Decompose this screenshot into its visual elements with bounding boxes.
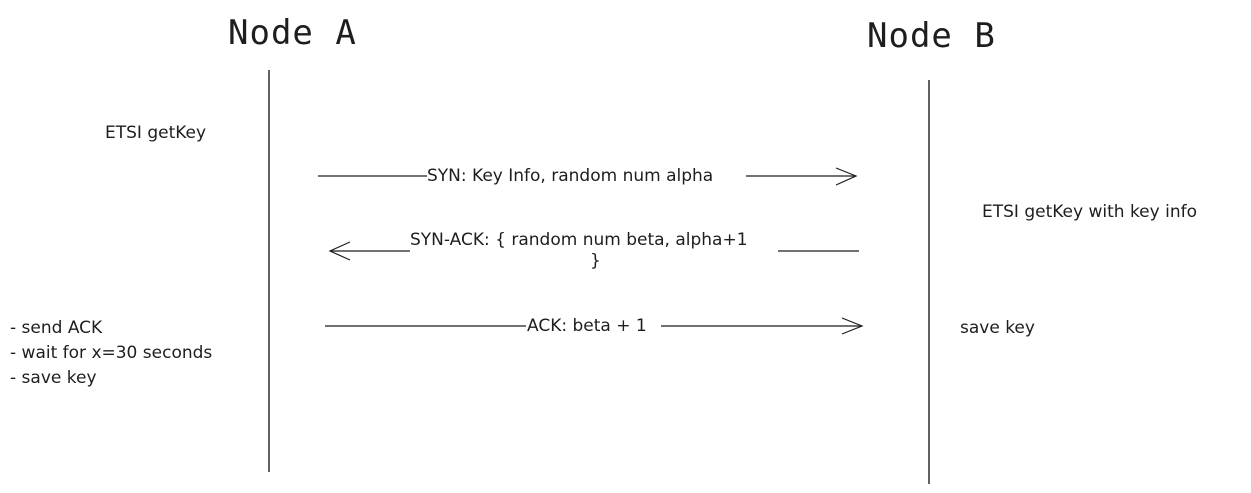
arrow-syn xyxy=(318,167,858,186)
node-b-save-note: save key xyxy=(960,318,1035,338)
ack-message-label: ACK: beta + 1 xyxy=(527,316,647,336)
node-b-getkey-note: ETSI getKey with key info xyxy=(982,202,1197,222)
arrow-syn-ack xyxy=(328,241,859,261)
node-a-title: Node A xyxy=(228,13,357,53)
node-a-step: send ACK xyxy=(10,316,212,341)
node-b-title: Node B xyxy=(867,16,996,56)
node-a-step: save key xyxy=(10,366,212,391)
syn-ack-message-label-cont: } xyxy=(590,251,601,271)
arrow-ack xyxy=(325,317,864,335)
syn-message-label: SYN: Key Info, random num alpha xyxy=(427,166,714,186)
node-a-getkey-note: ETSI getKey xyxy=(105,123,207,143)
syn-ack-message-label: SYN-ACK: { random num beta, alpha+1 xyxy=(410,230,748,250)
node-a-steps-list: send ACK wait for x=30 seconds save key xyxy=(10,316,213,391)
node-a-step: wait for x=30 seconds xyxy=(10,341,213,366)
